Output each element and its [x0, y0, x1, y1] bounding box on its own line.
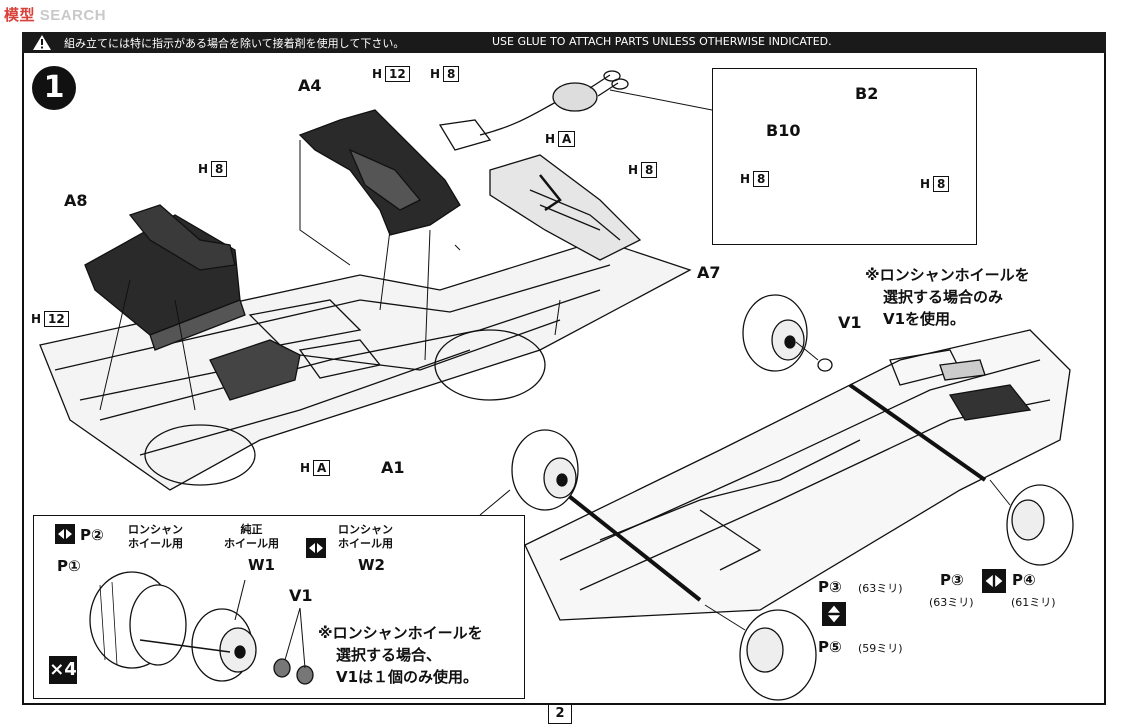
longchamp-note-top: ※ロンシャンホイールを 選択する場合のみ V1を使用。: [865, 266, 1030, 328]
part-label-v1: V1: [838, 313, 862, 332]
longchamp-note-box: ※ロンシャンホイールを 選択する場合、 V1は１個のみ使用。: [318, 624, 483, 686]
tire-label-p3-center: P③: [818, 578, 842, 596]
swap-icon-p2: [55, 524, 75, 544]
tire-label-p1: P①: [57, 557, 81, 575]
part-label-b10-front: B10: [766, 121, 801, 140]
warning-icon: [33, 35, 51, 50]
w1-caption: 純正 ホイール用: [224, 523, 279, 550]
p2-caption: ロンシャン ホイール用: [128, 523, 183, 550]
page-number: 2: [548, 704, 572, 724]
tire-size-p3-right: (63ミリ): [929, 596, 974, 609]
header-english-text: USE GLUE TO ATTACH PARTS UNLESS OTHERWIS…: [492, 35, 832, 48]
part-label-a4: A4: [298, 76, 322, 95]
part-label-b2-front: B2: [855, 84, 879, 103]
tire-label-p5: P⑤: [818, 638, 842, 656]
tire-label-p4: P④: [1012, 571, 1036, 589]
quantity-badge: ×4: [49, 656, 77, 684]
part-label-a7: A7: [697, 263, 721, 282]
part-label-a1: A1: [381, 458, 405, 477]
header-japanese-text: 組み立てには特に指示がある場合を除いて接着剤を使用して下さい。: [64, 37, 405, 50]
tire-size-p4: (61ミリ): [1011, 596, 1056, 609]
wheel-label-w1: W1: [248, 556, 275, 574]
part-label-a8: A8: [64, 191, 88, 210]
tire-label-p2: P②: [80, 526, 104, 544]
site-watermark-logo: 模型 SEARCH: [4, 7, 107, 24]
tire-size-p3-center: (63ミリ): [858, 582, 903, 595]
wheel-label-w2: W2: [358, 556, 385, 574]
step-number-badge: 1: [32, 66, 76, 110]
tire-size-p5: (59ミリ): [858, 642, 903, 655]
w2-caption: ロンシャン ホイール用: [338, 523, 393, 550]
instruction-header-bar: 組み立てには特に指示がある場合を除いて接着剤を使用して下さい。 USE GLUE…: [22, 32, 1106, 53]
swap-icon-w: [306, 538, 326, 558]
swap-icon-p3-p4: [982, 569, 1006, 593]
part-label-v1-box: V1: [289, 586, 313, 605]
exhaust-detail-inset: [712, 68, 977, 245]
swap-icon-p3-p5: [822, 602, 846, 626]
tire-label-p3-right: P③: [940, 571, 964, 589]
